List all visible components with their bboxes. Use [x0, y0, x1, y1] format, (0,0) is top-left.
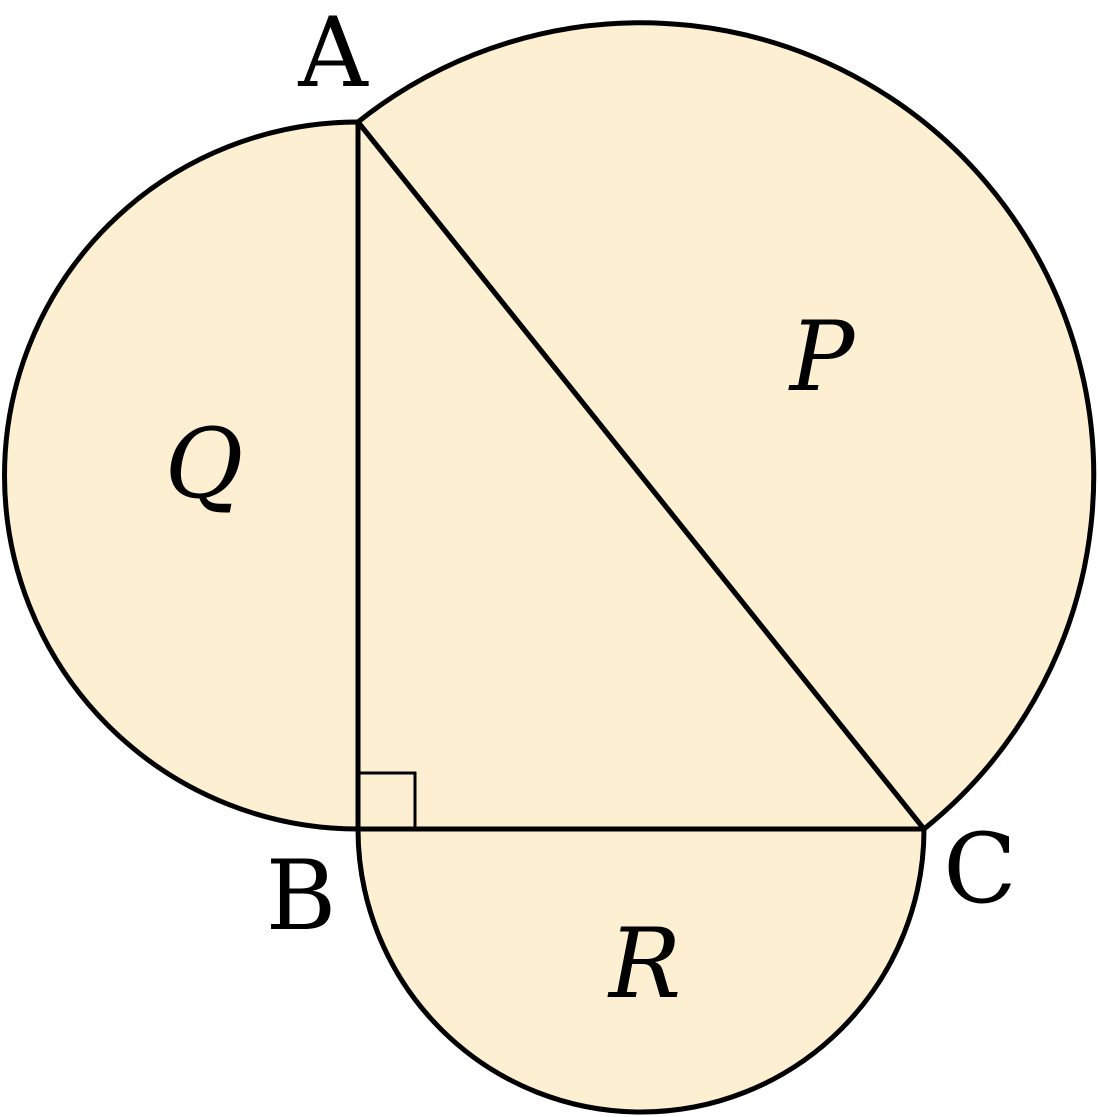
- vertex-label-b: B: [266, 840, 337, 952]
- region-label-p: P: [788, 301, 856, 413]
- semicircle-r: [355, 826, 927, 1115]
- region-label-q: Q: [165, 408, 244, 520]
- right-angle-marker: [358, 771, 417, 829]
- semicircle-q: [2, 119, 361, 832]
- vertex-label-a: A: [297, 0, 369, 109]
- vertex-label-c: C: [943, 813, 1016, 925]
- region-label-r: R: [607, 908, 681, 1020]
- side-ac: [355, 119, 927, 832]
- semicircle-p: [355, 20, 1097, 832]
